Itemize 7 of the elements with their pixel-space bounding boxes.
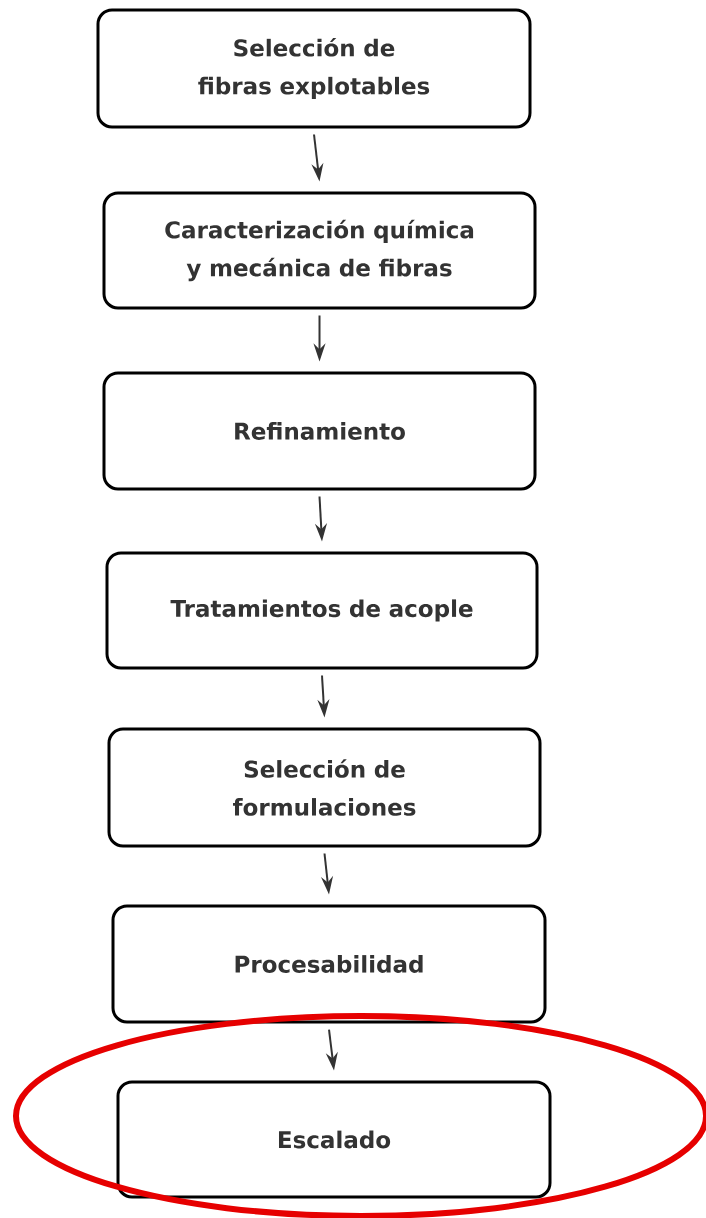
process-box: Selección de formulaciones: [107, 727, 542, 848]
process-box: Refinamiento: [102, 371, 537, 491]
process-box: Procesabilidad: [111, 904, 547, 1024]
process-box: Caracterización química y mecánica de fibras: [102, 191, 537, 310]
process-box: Escalado: [116, 1080, 552, 1199]
process-box: Tratamientos de acople: [105, 551, 539, 670]
process-box: Selección de fibras explotables: [96, 8, 532, 129]
